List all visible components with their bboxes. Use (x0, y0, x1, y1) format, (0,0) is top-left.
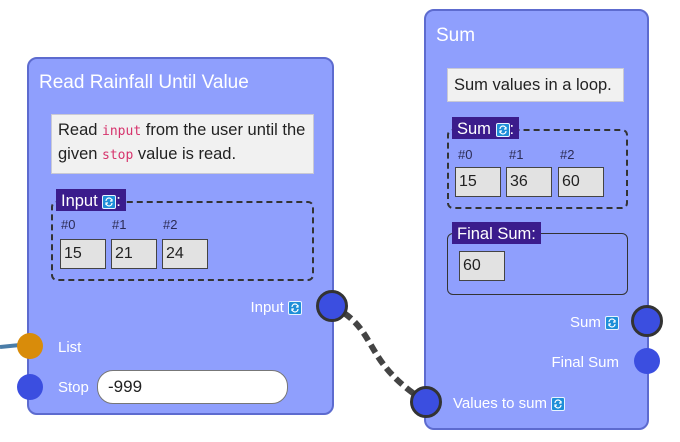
node-description: Sum values in a loop. (447, 68, 624, 102)
array-cell[interactable]: 21 (111, 239, 157, 269)
input-array-group (51, 201, 314, 281)
index-label: #1 (509, 147, 524, 162)
list-port-label: List (58, 339, 82, 356)
input-output-port[interactable] (316, 290, 348, 322)
array-cell[interactable]: 15 (455, 167, 501, 197)
array-cell[interactable]: 36 (506, 167, 552, 197)
desc-code: input (102, 124, 142, 139)
desc-text: value is read. (133, 145, 237, 163)
values-to-sum-input-port[interactable] (410, 386, 442, 418)
port-label-text: Input (250, 299, 284, 316)
final-sum-value[interactable]: 60 (459, 251, 505, 281)
refresh-icon[interactable] (102, 194, 117, 209)
sum-output-label: Sum (570, 314, 619, 331)
final-sum-output-port[interactable] (634, 348, 660, 374)
connection-wire[interactable] (330, 303, 428, 405)
refresh-icon[interactable] (495, 122, 510, 137)
stop-port-label: Stop (58, 379, 89, 396)
desc-code: stop (102, 148, 134, 163)
node-description: Read input from the user until the given… (51, 114, 314, 174)
sum-node[interactable]: Sum Sum values in a loop. Sum : #0 #1 #2… (424, 9, 649, 430)
chip-colon: : (116, 192, 121, 210)
chip-label: Sum (457, 120, 491, 138)
refresh-icon[interactable] (605, 316, 619, 331)
chip-label: Input (61, 192, 98, 210)
read-rainfall-node[interactable]: Read Rainfall Until Value Read input fro… (27, 57, 334, 415)
refresh-icon[interactable] (551, 397, 566, 412)
index-label: #0 (61, 217, 76, 232)
stop-value-input[interactable]: -999 (97, 370, 288, 404)
index-label: #1 (112, 217, 127, 232)
input-output-label: Input (250, 299, 302, 316)
refresh-icon[interactable] (288, 301, 302, 316)
port-label-text: Values to sum (453, 395, 547, 412)
final-sum-output-label: Final Sum (551, 354, 619, 371)
list-input-port[interactable] (17, 333, 43, 359)
chip-colon: : (509, 120, 515, 138)
desc-text: Read (58, 121, 103, 139)
array-cell[interactable]: 24 (162, 239, 208, 269)
sum-output-port[interactable] (631, 305, 663, 337)
index-label: #2 (163, 217, 178, 232)
desc-text: from the user until the given (58, 121, 306, 163)
input-array-label: Input : (56, 189, 126, 211)
node-title: Sum (436, 25, 476, 46)
index-label: #0 (458, 147, 473, 162)
array-cell[interactable]: 60 (558, 167, 604, 197)
values-to-sum-label: Values to sum (453, 395, 566, 412)
node-title: Read Rainfall Until Value (39, 72, 249, 93)
sum-array-group (447, 129, 628, 209)
index-label: #2 (560, 147, 575, 162)
stop-input-port[interactable] (17, 374, 43, 400)
sum-array-label: Sum : (452, 117, 520, 139)
port-label-text: Sum (569, 314, 601, 331)
final-sum-label: Final Sum: (452, 222, 541, 244)
array-cell[interactable]: 15 (60, 239, 106, 269)
